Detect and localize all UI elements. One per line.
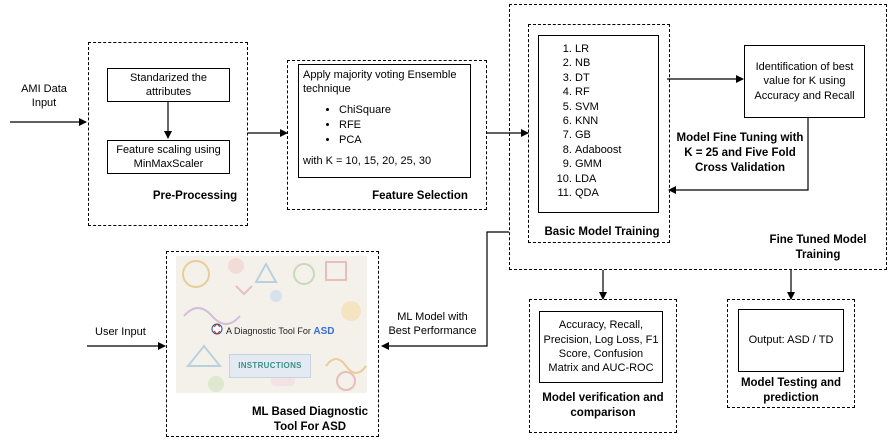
best-model-label: ML Model with Best Performance	[388, 311, 477, 338]
model-item: RF	[575, 85, 658, 99]
model-item: SVM	[575, 100, 658, 114]
feature-selection-box: Apply majority voting Ensemble technique…	[298, 64, 471, 178]
feature-scaling-text: Feature scaling using MinMaxScaler	[116, 143, 221, 170]
basic-training-group	[528, 24, 670, 243]
app-logo-icon	[211, 323, 223, 335]
model-item: KNN	[575, 114, 658, 128]
preprocessing-group	[88, 42, 248, 226]
doodle-background-icon	[182, 258, 367, 392]
fs-method-item: RFE	[339, 118, 466, 133]
feature-selection-group	[287, 60, 487, 210]
ami-data-input-label: AMI Data Input	[21, 83, 67, 110]
feature-scaling-box: Feature scaling using MinMaxScaler	[107, 140, 230, 174]
fs-method-item: ChiSquare	[339, 103, 466, 118]
app-title: A Diagnostic Tool For ASD	[226, 326, 335, 337]
output-text: Output: ASD / TD	[748, 334, 834, 347]
model-item: GB	[575, 128, 658, 142]
instructions-button[interactable]: INSTRUCTIONS	[229, 354, 311, 378]
fine-tuned-training-caption: Fine Tuned Model Training	[769, 234, 867, 261]
model-item: LR	[575, 42, 658, 56]
metrics-box: Accuracy, Recall, Precision, Log Loss, F…	[539, 311, 663, 383]
output-box: Output: ASD / TD	[738, 309, 844, 372]
standardize-text: Standarized the attributes	[129, 71, 208, 98]
app-title-accent: ASD	[313, 326, 335, 337]
feature-selection-k-values: with K = 10, 15, 20, 25, 30	[303, 154, 432, 167]
feature-selection-intro: Apply majority voting Ensemble technique	[303, 69, 457, 96]
testing-group	[727, 299, 855, 408]
basic-training-caption: Basic Model Training	[544, 226, 660, 238]
standardize-box: Standarized the attributes	[107, 68, 230, 102]
diagnostic-tool-caption: ML Based Diagnostic Tool For ASD	[251, 406, 369, 433]
model-item: LDA	[575, 172, 658, 186]
tool-screenshot: A Diagnostic Tool For ASD INSTRUCTIONS	[176, 256, 367, 393]
app-title-prefix: A Diagnostic Tool For	[226, 326, 311, 336]
user-input-label: User Input	[95, 326, 146, 338]
fine-tuning-label: Model Fine Tuning with K = 25 and Five F…	[676, 132, 804, 174]
fine-tuned-training-group	[509, 4, 887, 270]
verification-caption: Model verification and comparison	[542, 392, 664, 419]
model-item: DT	[575, 71, 658, 85]
preprocessing-caption: Pre-Processing	[152, 190, 238, 202]
fs-method-item: PCA	[339, 133, 466, 148]
k-identification-box: Identification of best value for K using…	[744, 45, 865, 118]
model-item: QDA	[575, 186, 658, 200]
model-list-box: LR NB DT RF SVM KNN GB Adaboost GMM LDA …	[538, 35, 659, 213]
model-item: GMM	[575, 157, 658, 171]
model-list: LR NB DT RF SVM KNN GB Adaboost GMM LDA …	[539, 42, 658, 200]
feature-selection-caption: Feature Selection	[372, 190, 468, 202]
metrics-text: Accuracy, Recall, Precision, Log Loss, F…	[543, 319, 659, 375]
model-item: NB	[575, 56, 658, 70]
model-item: Adaboost	[575, 143, 658, 157]
instructions-button-label: INSTRUCTIONS	[238, 360, 302, 370]
testing-caption: Model Testing and prediction	[740, 377, 842, 404]
diagnostic-tool-group	[166, 251, 379, 437]
k-identification-text: Identification of best value for K using…	[754, 61, 855, 102]
verification-group	[529, 299, 677, 433]
